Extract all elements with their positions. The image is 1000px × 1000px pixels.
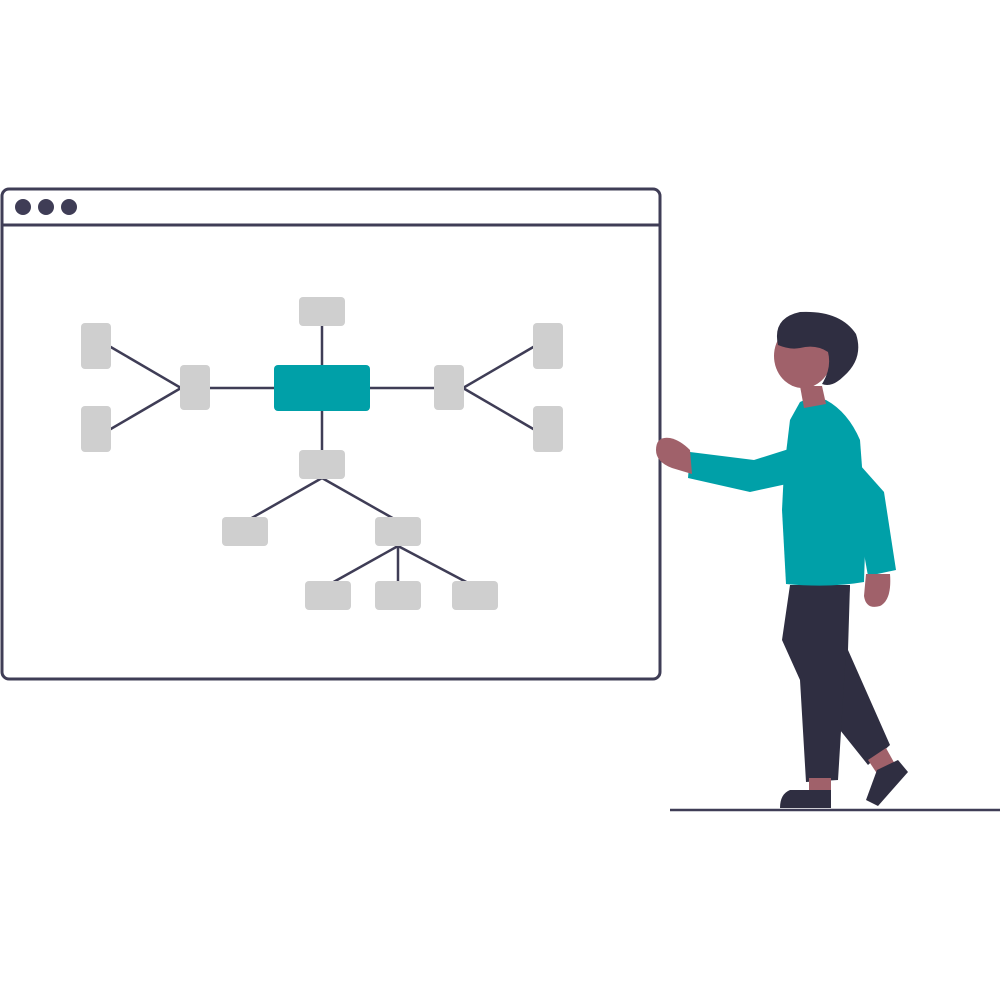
window-control-dot[interactable] (61, 199, 77, 215)
diagram-node-right-leaf-bottom[interactable] (533, 406, 563, 452)
diagram-edges (108, 325, 536, 586)
person-front-leg (782, 585, 850, 782)
diagram-node-right-leaf-top[interactable] (533, 323, 563, 369)
person-shirt (782, 398, 866, 586)
person-hanging-arm (852, 456, 896, 576)
edge-left-hub-leaf-top (108, 344, 182, 390)
diagram-node-top[interactable] (299, 297, 345, 326)
diagram-node-right-hub[interactable] (434, 365, 464, 410)
person-extended-arm (688, 448, 796, 492)
edge-right-hub-leaf-1 (329, 544, 399, 586)
diagram-node-bottom-leaf-3[interactable] (452, 581, 498, 610)
person-neck (800, 386, 826, 408)
edge-bottom-hub-right-hub (321, 476, 397, 522)
person-pointing-hand (656, 437, 692, 474)
edge-right-hub-leaf-3 (397, 544, 471, 586)
window-control-dot[interactable] (38, 199, 54, 215)
edge-right-hub-leaf-bottom (462, 386, 536, 432)
diagram-node-bottom-left[interactable] (222, 517, 268, 546)
person-back-shoe (866, 760, 908, 806)
person-front-ankle (809, 778, 831, 792)
diagram-node-left-leaf-top[interactable] (81, 323, 111, 369)
edge-left-hub-leaf-bottom (108, 386, 182, 432)
person-hanging-hand (864, 574, 891, 607)
diagram-nodes (81, 297, 563, 610)
edge-right-hub-leaf-top (462, 344, 536, 390)
window-control-dot[interactable] (15, 199, 31, 215)
diagram-node-left-leaf-bottom[interactable] (81, 406, 111, 452)
tree-diagram (81, 297, 563, 610)
browser-window (0, 187, 662, 681)
diagram-node-bottom-leaf-2[interactable] (375, 581, 421, 610)
edge-bottom-hub-left (249, 476, 323, 521)
diagram-node-bottom-leaf-1[interactable] (305, 581, 351, 610)
person-illustration (656, 311, 908, 808)
person-front-shoe (780, 790, 831, 808)
diagram-node-left-hub[interactable] (180, 365, 210, 410)
diagram-node-center[interactable] (274, 365, 370, 411)
person-hair (776, 311, 859, 385)
diagram-node-bottom-right-hub[interactable] (375, 517, 421, 546)
diagram-node-bottom-hub[interactable] (299, 450, 345, 479)
browser-window-frame (0, 187, 662, 681)
